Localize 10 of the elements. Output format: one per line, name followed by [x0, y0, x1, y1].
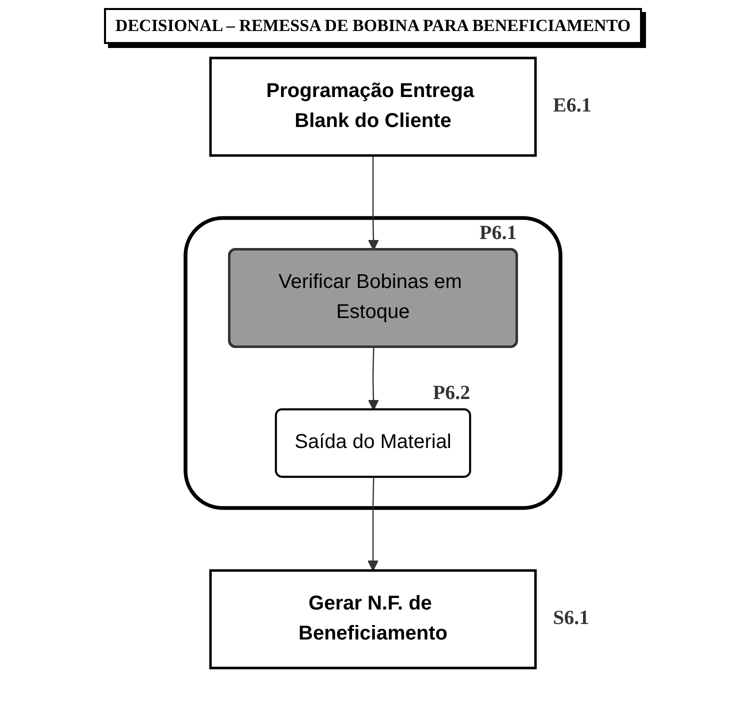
arrow	[368, 156, 379, 250]
cluster	[184, 216, 562, 510]
step-code: E6.1	[553, 94, 592, 116]
node-box: Programação Entrega Blank do Cliente	[209, 56, 537, 157]
step-code: S6.1	[553, 606, 590, 629]
step-code: P6.2	[432, 382, 470, 404]
arrow	[368, 347, 379, 410]
step-code: P6.1	[480, 222, 517, 244]
arrow	[368, 477, 378, 571]
node-box: Gerar N.F. de Beneficiamento	[209, 569, 537, 670]
